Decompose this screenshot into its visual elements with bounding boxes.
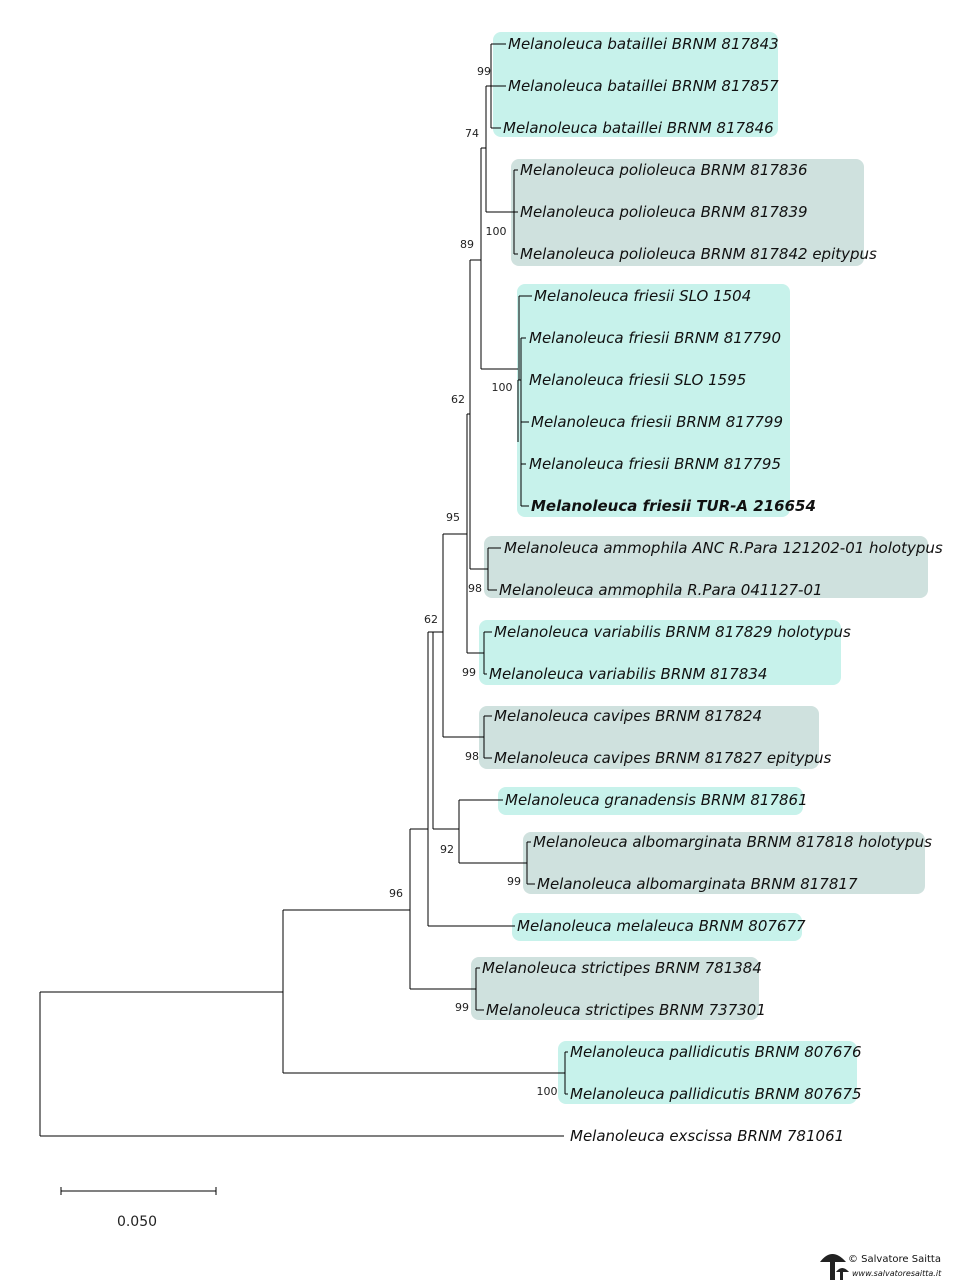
taxon-label: Melanoleuca variabilis BRNM 817829 holot…	[494, 623, 851, 641]
bootstrap-values: 99 74 100 89 100 62 95 98 62 99 98 92 99 96 99 100	[389, 65, 558, 1098]
bootstrap-value: 62	[424, 613, 438, 626]
clade-box	[517, 284, 790, 517]
clade-box	[479, 706, 819, 769]
bootstrap-value: 100	[486, 225, 507, 238]
taxon-label: Melanoleuca exscissa BRNM 781061	[570, 1127, 844, 1145]
taxon-label: Melanoleuca polioleuca BRNM 817842 epity…	[520, 245, 877, 263]
taxon-label: Melanoleuca pallidicutis BRNM 807675	[570, 1085, 862, 1103]
taxon-label: Melanoleuca strictipes BRNM 737301	[486, 1001, 766, 1019]
bootstrap-value: 99	[462, 666, 476, 679]
taxon-label: Melanoleuca bataillei BRNM 817857	[508, 77, 779, 95]
clade-box	[479, 620, 841, 685]
bootstrap-value: 92	[440, 843, 454, 856]
bootstrap-value: 98	[468, 582, 482, 595]
taxon-label: Melanoleuca friesii BRNM 817795	[529, 455, 781, 473]
taxon-label: Melanoleuca bataillei BRNM 817843	[508, 35, 779, 53]
clade-box	[558, 1041, 857, 1104]
clade-highlights	[471, 32, 928, 1104]
tree-branches	[39, 43, 568, 1137]
taxon-label: Melanoleuca friesii BRNM 817799	[531, 413, 783, 431]
watermark: © Salvatore Saitta www.salvatoresaitta.i…	[820, 1254, 942, 1280]
taxon-label: Melanoleuca bataillei BRNM 817846	[503, 119, 774, 137]
bootstrap-value: 98	[465, 750, 479, 763]
scale-bar: 0.050	[60, 1187, 217, 1230]
bootstrap-value: 74	[465, 127, 479, 140]
taxon-label: Melanoleuca ammophila R.Para 041127-01	[499, 581, 823, 599]
taxon-label: Melanoleuca melaleuca BRNM 807677	[517, 917, 806, 935]
taxon-label: Melanoleuca friesii SLO 1504	[534, 287, 751, 305]
taxon-label: Melanoleuca ammophila ANC R.Para 121202-…	[504, 539, 943, 557]
scale-bar-label: 0.050	[117, 1214, 157, 1230]
mushroom-logo-icon	[820, 1254, 849, 1280]
taxon-label: Melanoleuca friesii BRNM 817790	[529, 329, 781, 347]
clade-box	[523, 832, 925, 894]
taxon-label: Melanoleuca cavipes BRNM 817827 epitypus	[494, 749, 832, 767]
bootstrap-value: 95	[446, 511, 460, 524]
bootstrap-value: 99	[477, 65, 491, 78]
taxon-label: Melanoleuca strictipes BRNM 781384	[482, 959, 762, 977]
watermark-url: www.salvatoresaitta.it	[852, 1269, 942, 1278]
bootstrap-value: 100	[537, 1085, 558, 1098]
bootstrap-value: 89	[460, 238, 474, 251]
bootstrap-value: 99	[507, 875, 521, 888]
taxon-label: Melanoleuca albomarginata BRNM 817817	[537, 875, 858, 893]
bootstrap-value: 96	[389, 887, 403, 900]
watermark-name: © Salvatore Saitta	[848, 1254, 941, 1265]
taxon-label: Melanoleuca pallidicutis BRNM 807676	[570, 1043, 862, 1061]
clade-box	[498, 787, 803, 815]
bootstrap-value: 62	[451, 393, 465, 406]
clade-box	[512, 913, 802, 941]
taxon-label: Melanoleuca polioleuca BRNM 817836	[520, 161, 808, 179]
taxon-label: Melanoleuca variabilis BRNM 817834	[489, 665, 767, 683]
bootstrap-value: 99	[455, 1001, 469, 1014]
taxon-labels: Melanoleuca bataillei BRNM 817843Melanol…	[482, 35, 943, 1145]
clade-box	[493, 32, 778, 137]
taxon-label: Melanoleuca albomarginata BRNM 817818 ho…	[533, 833, 932, 851]
taxon-label: Melanoleuca granadensis BRNM 817861	[505, 791, 808, 809]
taxon-label: Melanoleuca polioleuca BRNM 817839	[520, 203, 808, 221]
clade-box	[471, 957, 759, 1020]
taxon-label: Melanoleuca friesii TUR-A 216654	[531, 497, 816, 515]
bootstrap-value: 100	[492, 381, 513, 394]
clade-box	[511, 159, 864, 266]
clade-box	[484, 536, 928, 598]
taxon-label: Melanoleuca friesii SLO 1595	[529, 371, 746, 389]
taxon-label: Melanoleuca cavipes BRNM 817824	[494, 707, 762, 725]
